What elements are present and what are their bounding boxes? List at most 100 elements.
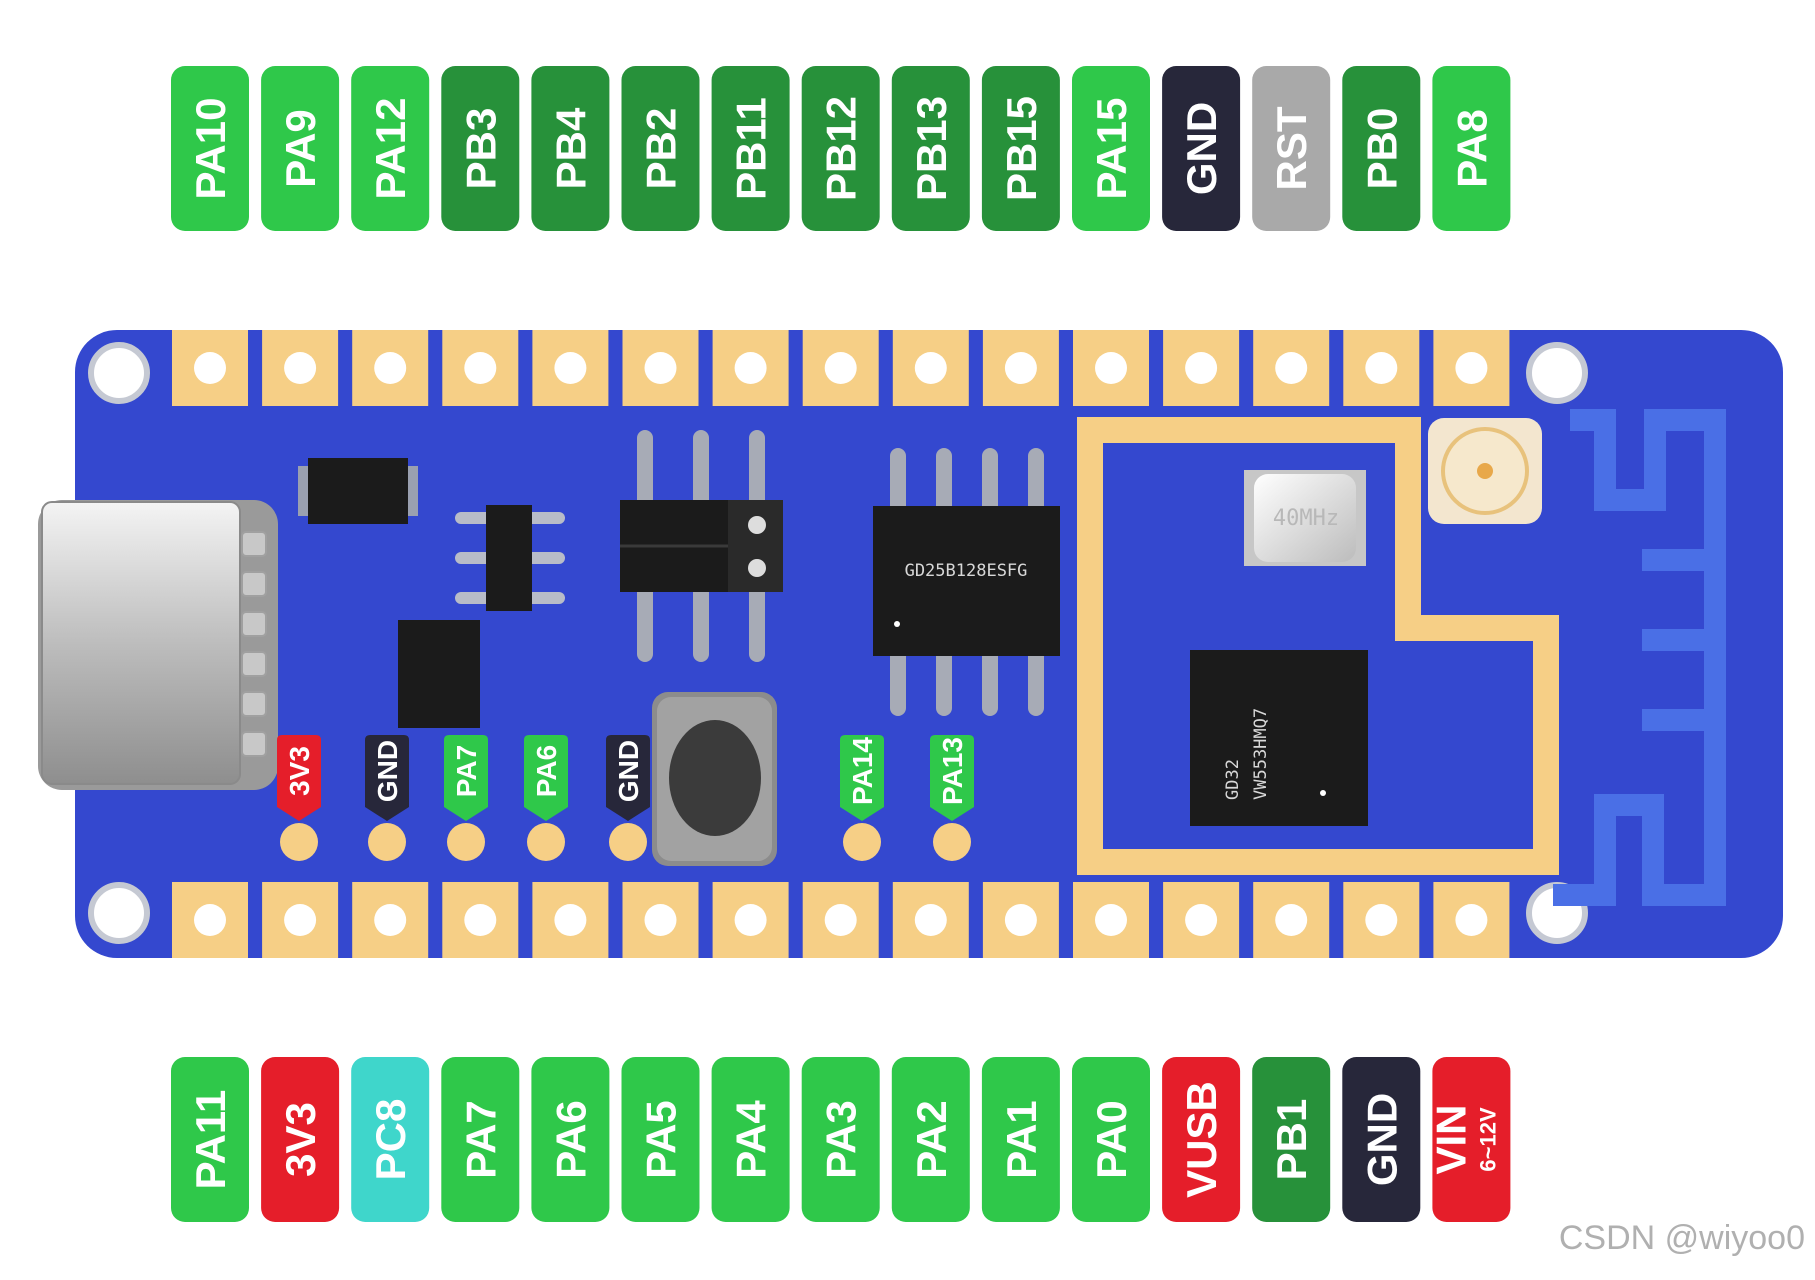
pin-label: PA1	[998, 1100, 1045, 1179]
pin-pa11: PA11	[171, 1057, 249, 1222]
test-point-pad	[527, 823, 565, 861]
mounting-holes	[88, 342, 1588, 944]
pad-hole	[914, 904, 947, 936]
pin-label: PA4	[728, 1100, 775, 1179]
pad-hole	[554, 352, 587, 384]
test-point-pad	[933, 823, 971, 861]
pad-hole	[1365, 904, 1398, 936]
jumper-header	[620, 430, 783, 662]
pin-badge	[441, 1057, 520, 1222]
pin-vusb: VUSB	[1162, 1057, 1241, 1222]
pad-hole	[824, 904, 857, 936]
pin-pb15: PB15	[981, 66, 1060, 231]
pin-badge	[1072, 1057, 1150, 1222]
test-point-tag	[606, 735, 650, 821]
pad-hole	[1455, 904, 1488, 936]
test-point-pa6: PA6	[524, 735, 568, 861]
pin-pb1: PB1	[1252, 1057, 1331, 1222]
pad-hole	[824, 352, 857, 384]
pin-label: PA3	[818, 1100, 865, 1179]
test-point-label: PA6	[531, 745, 562, 797]
usb-c-connector	[38, 500, 278, 790]
pin-label: PA15	[1088, 98, 1135, 200]
reset-button[interactable]	[652, 692, 777, 866]
crystal-label: 40MHz	[1273, 506, 1339, 531]
module-outline	[1077, 417, 1559, 875]
pin-pa10: PA10	[171, 66, 249, 231]
mounting-hole	[1526, 342, 1588, 404]
pin-label: VUSB	[1178, 1081, 1225, 1198]
watermark: CSDN @wiyoo0	[1558, 1219, 1805, 1257]
pin-pa9: PA9	[261, 66, 340, 231]
pin-label: PB0	[1358, 108, 1405, 190]
test-point-3v3: 3V3	[277, 735, 321, 861]
pad-hole	[464, 352, 497, 384]
pin-pb13: PB13	[891, 66, 970, 231]
pin-badge	[261, 66, 340, 231]
pin-badge	[1252, 66, 1331, 231]
test-point-pad	[609, 823, 647, 861]
pin-label: PB2	[638, 108, 685, 190]
pin-pa5: PA5	[621, 1057, 700, 1222]
test-point-pa13: PA13	[930, 735, 974, 861]
pad-hole	[734, 904, 767, 936]
pin-badge	[531, 1057, 610, 1222]
mcu-chip: GD32 VW553HMQ7	[1190, 650, 1368, 826]
pin-label: PB3	[457, 108, 504, 190]
test-point-label: GND	[613, 740, 644, 802]
pin-badge	[981, 66, 1060, 231]
test-point-tag	[840, 735, 884, 821]
pad-hole	[374, 352, 407, 384]
test-point-pa7: PA7	[444, 735, 488, 861]
pin-pa7: PA7	[441, 1057, 520, 1222]
test-point-tag	[930, 735, 974, 821]
pin-label: PB11	[728, 97, 775, 200]
pin-label: PB13	[908, 96, 955, 201]
test-point-tag	[277, 735, 321, 821]
pad-hole	[1455, 352, 1488, 384]
pad-hole	[1095, 352, 1127, 384]
top-header-pads	[172, 330, 1510, 406]
pin-pa3: PA3	[801, 1057, 880, 1222]
pad-hole	[464, 904, 497, 936]
pcb-antenna-meander	[1642, 549, 1715, 731]
pin-pa2: PA2	[891, 1057, 970, 1222]
pin-label: GND	[1358, 1093, 1405, 1186]
pad-hole	[1275, 904, 1308, 936]
pin-label: PA2	[908, 1100, 955, 1179]
bottom-header-pads	[172, 882, 1510, 958]
pin-badge	[351, 66, 430, 231]
pin-badge	[711, 1057, 790, 1222]
pin-pb12: PB12	[801, 66, 880, 231]
test-point-tag	[524, 735, 568, 821]
pin-gnd: GND	[1342, 1057, 1421, 1222]
dev-board: GD25B128ESFG 40MHz GD32 VW553HMQ7	[38, 330, 1783, 958]
pin-label: 3V3	[277, 1102, 324, 1177]
test-point-tag	[444, 735, 488, 821]
sot23-regulator	[455, 505, 565, 611]
pin-badge	[1162, 66, 1241, 231]
pad-hole	[1004, 904, 1037, 936]
pin-label: PA7	[457, 1100, 504, 1179]
pin-badge	[171, 66, 249, 231]
pin-label: RST	[1268, 106, 1315, 190]
pin-badge	[1342, 1057, 1421, 1222]
pin-pa0: PA0	[1072, 1057, 1150, 1222]
mounting-hole	[88, 342, 150, 404]
mcu-label-line1: GD32	[1223, 759, 1243, 800]
pin-badge	[531, 66, 610, 231]
test-point-pad	[280, 823, 318, 861]
test-point-tag	[365, 735, 409, 821]
test-point-label: PA14	[847, 737, 878, 805]
pin-pb3: PB3	[441, 66, 520, 231]
pin-pa6: PA6	[531, 1057, 610, 1222]
pin-label: PA5	[638, 1100, 685, 1179]
pin-label: PA9	[277, 109, 324, 188]
pad-hole	[644, 904, 677, 936]
pin-badge	[441, 66, 520, 231]
pin-badge	[891, 66, 970, 231]
